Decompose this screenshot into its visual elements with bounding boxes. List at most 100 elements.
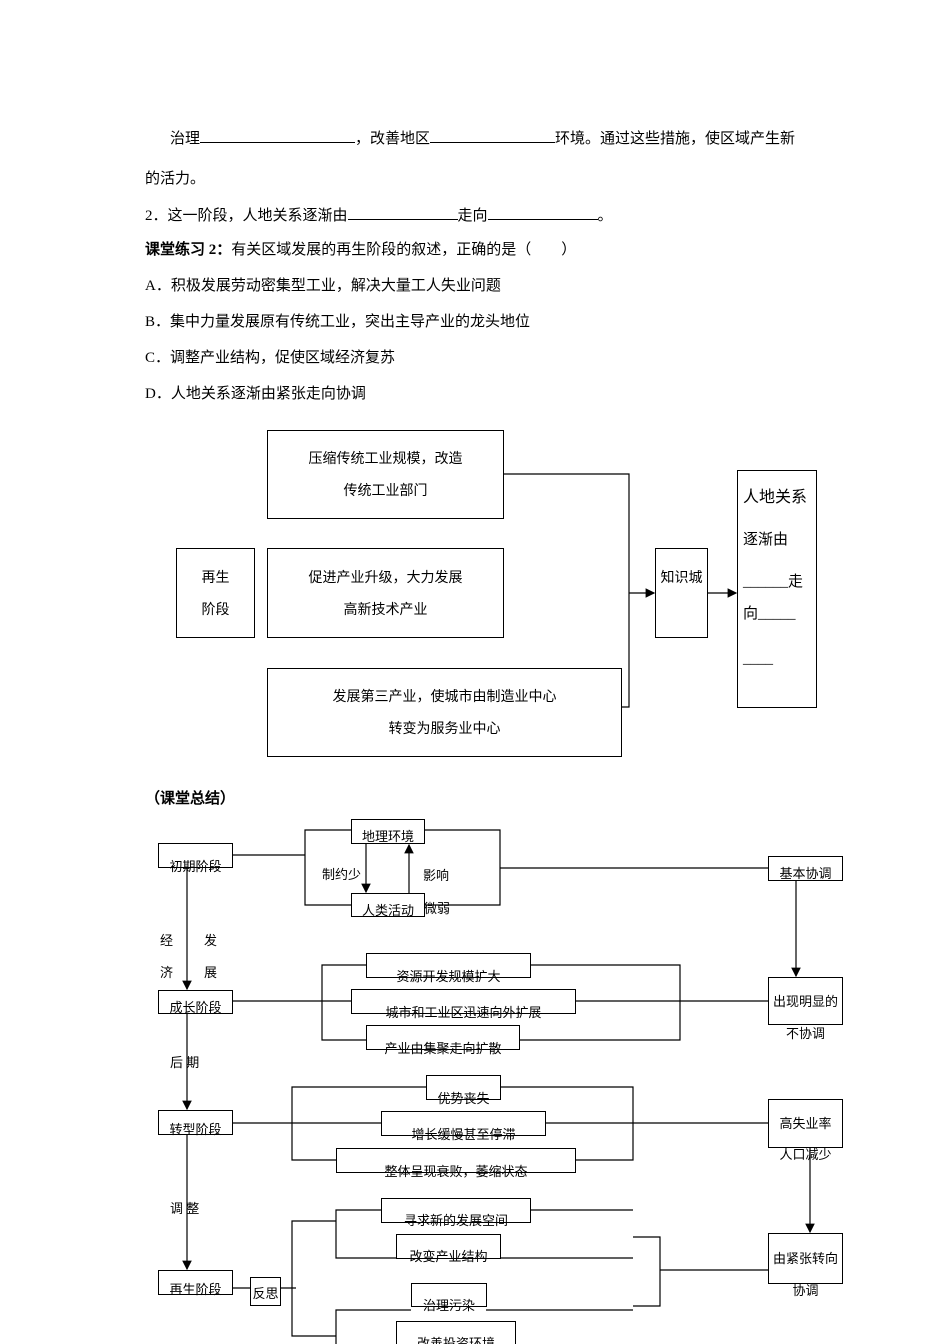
text: 转型阶段 [169,1122,222,1137]
box-growth-item [351,989,576,1014]
box-transition-item [336,1148,576,1173]
text: 制约少 [322,867,362,882]
text: 阶段 [201,603,230,618]
text: 逐渐由 [743,532,789,548]
bracket [291,1220,336,1337]
line-1: 治理 ，改善地区 环境。通过这些措施，使区域产生新 [170,128,795,148]
bracket [335,1209,633,1259]
section-title: （课堂总结） [145,791,236,807]
text: 发展第三产业，使城市由制造业中心 [332,690,557,705]
box-regen-item [396,1321,516,1344]
text: 增长缓慢甚至停滞 [411,1127,516,1142]
text: 基本协调 [779,866,832,881]
text: 环境。通过这些措施，使区域产生新 [555,131,796,147]
box-geo-env [351,819,425,844]
box-transition-item [426,1075,501,1100]
option-a: A．积极发展劳动密集型工业，解决大量工人失业问题 [145,278,501,294]
box-obvious-imbalance [768,977,843,1025]
box-transition-item [381,1111,546,1136]
box-regen-item [396,1234,501,1259]
blank [487,205,598,220]
box-regen-item [381,1198,531,1223]
box-basic-coordination [768,856,843,881]
bracket [633,1236,768,1307]
text: 地理环境 [361,829,414,844]
text: 调 整 [170,1201,200,1216]
box-compress-traditional [267,430,504,519]
text: 促进产业升级，大力发展 [308,571,463,586]
text: 高新技术产业 [343,603,428,618]
text: 压缩传统工业规模，改造 [308,452,463,467]
text: 走向 [457,208,488,224]
box-reflect [250,1277,281,1306]
text: 成长阶段 [169,1000,222,1015]
box-regen-item [411,1283,487,1307]
text: 反思 [252,1286,279,1301]
text: 寻求新的发展空间 [403,1213,508,1228]
box-result [737,470,817,708]
text: 再生 [201,571,230,586]
bracket [335,1309,633,1344]
text: 城市和工业区迅速向外扩展 [385,1005,542,1020]
text: 。 [597,208,613,224]
box-human-activity [351,893,425,917]
text: 优势丧失 [437,1091,490,1106]
box-tertiary-industry [267,668,622,757]
box-high-unemployment [768,1099,843,1148]
text: 影响 [423,868,450,883]
text: 再生阶段 [169,1282,222,1297]
text: 初期阶段 [169,859,222,874]
text: 后 期 [170,1055,200,1070]
blank [200,128,356,143]
text: 治理污染 [422,1298,475,1313]
text: 2．这一阶段，人地关系逐渐由 [145,208,348,224]
text: 出现明显的 [772,994,838,1009]
option-c: C．调整产业结构，促使区域经济复苏 [145,350,396,366]
text: 人类活动 [361,903,414,918]
text: 改变产业结构 [409,1249,488,1264]
exercise-question: 课堂练习 2：有关区域发展的再生阶段的叙述，正确的是（ ） [145,241,576,259]
text: 由紧张转向 [772,1251,838,1266]
text: 改善投资环境 [416,1336,495,1344]
text: 展 [204,965,218,980]
text: 经 [160,933,174,948]
option-b: B．集中力量发展原有传统工业，突出主导产业的龙头地位 [145,314,531,330]
exercise-label: 课堂练习 2： [145,242,232,258]
blank [430,128,556,143]
option-d: D．人地关系逐渐由紧张走向协调 [145,386,366,402]
text: 不协调 [785,1026,825,1041]
text: 资源开发规模扩大 [396,969,501,984]
box-regeneration-stage-2 [158,1270,233,1295]
text: 微弱 [424,901,451,916]
text: 发 [204,933,218,948]
text: 转变为服务业中心 [388,722,501,737]
box-tension-to-coordination [768,1233,843,1284]
text: ，改善地区 [355,131,431,147]
box-growth-stage [158,990,233,1014]
text: 高失业率 [779,1116,832,1131]
box-knowledge-city [655,548,708,638]
connector [503,473,630,708]
line-2: 的活力。 [145,171,206,187]
box-initial-stage [158,843,233,868]
box-growth-item [366,1025,520,1050]
box-growth-item [366,953,531,978]
text: 产业由集聚走向扩散 [384,1041,502,1056]
box-transition-stage [158,1110,233,1135]
text: 整体呈现衰败，萎缩状态 [384,1164,528,1179]
text: 有关区域发展的再生阶段的叙述，正确的是（ ） [231,242,577,258]
box-upgrade-industry [267,548,504,638]
text: 治理 [170,131,201,147]
box-regeneration-stage [176,548,255,638]
text: 人地关系 [743,489,808,506]
text: 知识城 [660,571,703,586]
text: 济 [160,965,174,980]
text: 人口减少 [779,1147,832,1162]
bracket [321,964,681,1041]
line-3: 2．这一阶段，人地关系逐渐由 走向 。 [145,205,613,225]
text: 协调 [792,1283,819,1298]
text: 传统工业部门 [343,484,428,499]
text: ____ [743,651,773,667]
